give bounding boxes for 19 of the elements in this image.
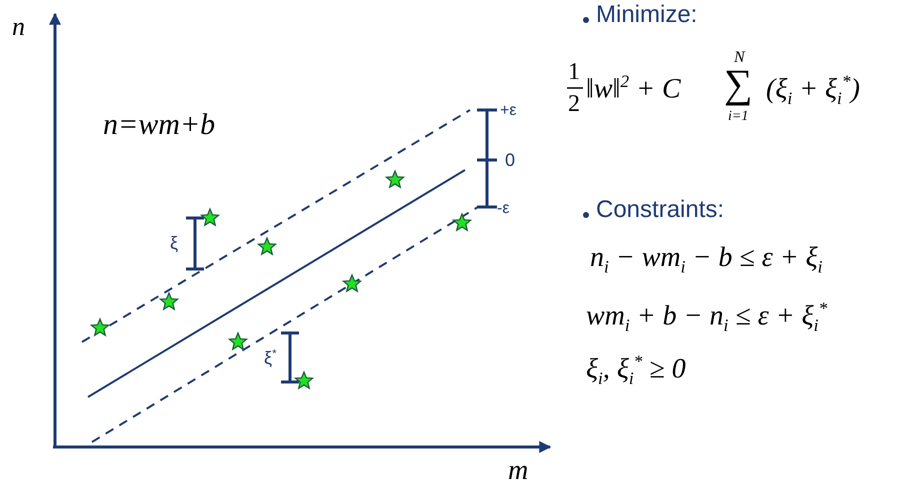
formula-part: N xyxy=(734,50,745,66)
formula-part: 2 xyxy=(568,92,580,116)
constraint: ξ$_{i}$, ξ$_{i}$$^{*}$ ≥ 0 xyxy=(586,353,686,388)
formula-part: ∑ xyxy=(724,64,753,104)
axis-label: m xyxy=(508,457,528,485)
constraint: n$_{i}$ − wm$_{i}$ − b ≤ ε + ξ$_{i}$ xyxy=(590,244,822,276)
formula-part: ‖w‖$^{2}$ + C xyxy=(586,73,681,104)
equation: n=wm+b xyxy=(103,110,216,140)
axis-label: n xyxy=(12,14,25,40)
tick-label: +ε xyxy=(500,103,516,119)
tick-label: -ε xyxy=(497,201,510,217)
heading: Minimize: xyxy=(596,3,698,27)
tick-label: 0 xyxy=(505,151,516,169)
slack-label: ξ xyxy=(170,234,178,252)
formula-part: 1 xyxy=(568,60,580,84)
formula-part: (ξ$_{i}$ + ξ$_{i}$$^{*}$) xyxy=(766,73,860,108)
formula-part: i=1 xyxy=(728,110,748,124)
heading: Constraints: xyxy=(596,198,724,222)
slack-label: ξ$^{*}$ xyxy=(264,349,276,367)
